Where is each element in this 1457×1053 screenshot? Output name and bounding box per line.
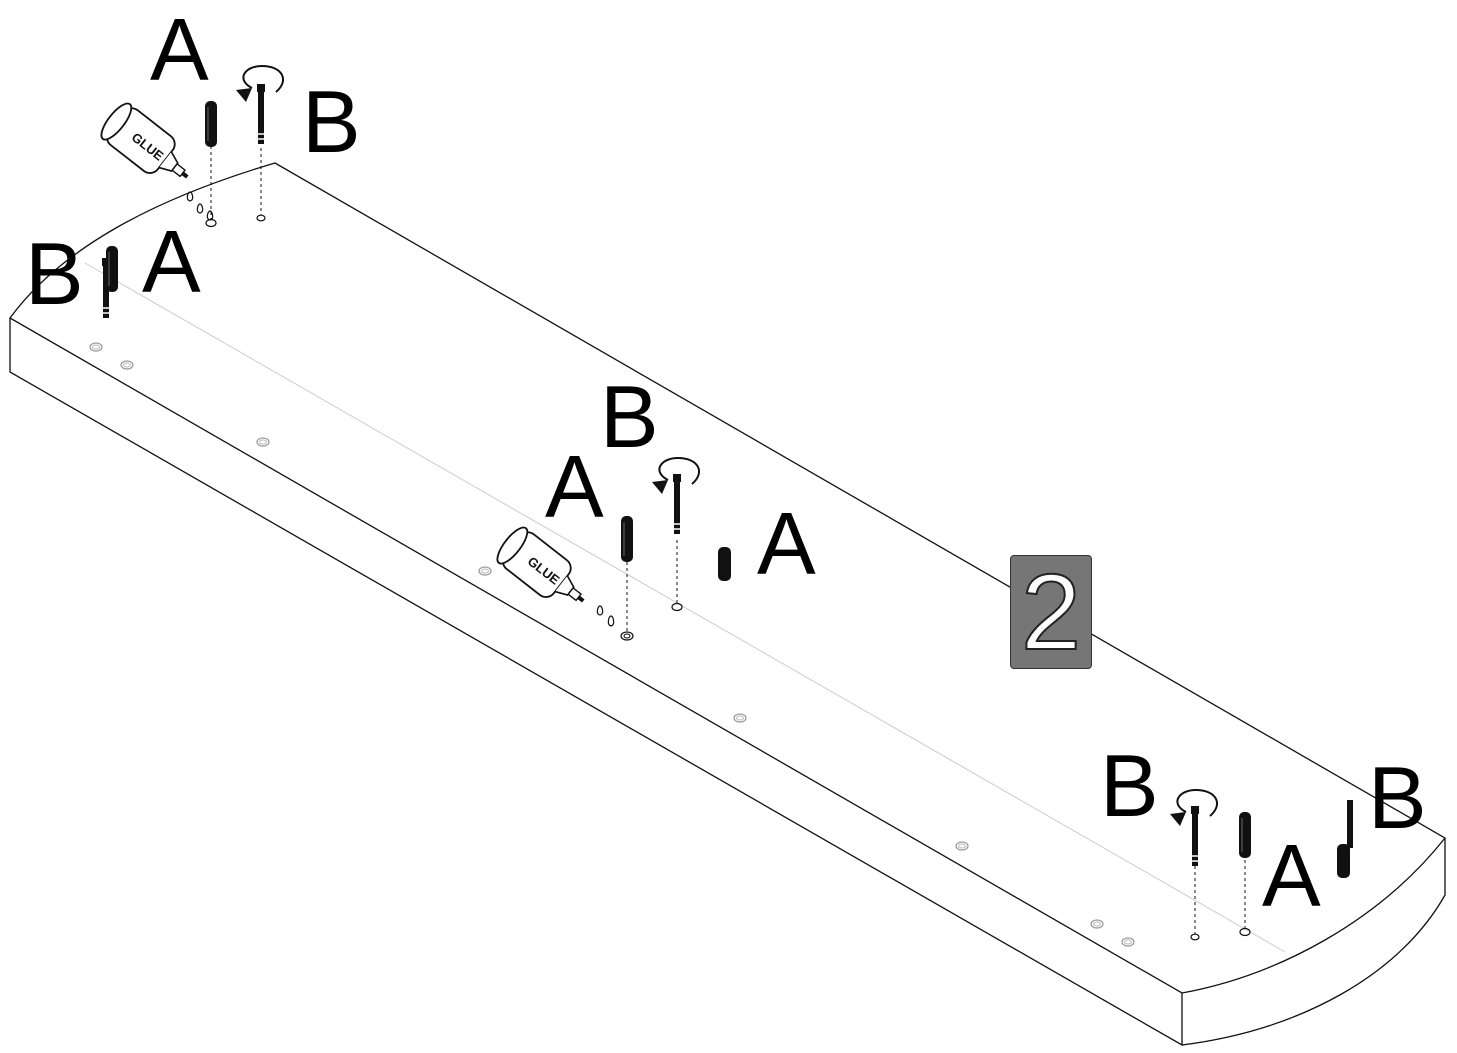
cam-bolt-b-top-left: [256, 83, 266, 145]
dowel-a-center-right: [718, 547, 731, 581]
glue-bottle-icon: GLUE: [496, 526, 585, 603]
label-part-a: A: [757, 494, 816, 593]
glue-drops: [596, 605, 615, 627]
label-part-b: B: [302, 72, 361, 171]
glue-bottle-icon: GLUE: [100, 102, 189, 179]
board-panel: [9, 162, 1446, 1047]
dowel-a-center: [620, 515, 634, 563]
dowel-a-right-edge: [1337, 844, 1350, 878]
rotate-arrow-icon: [242, 64, 284, 93]
step-number-badge: 2: [1010, 555, 1092, 669]
rotate-arrow-head-icon: [652, 480, 668, 494]
label-part-b: B: [25, 224, 84, 323]
cam-bolt-b-right: [1190, 805, 1200, 867]
label-part-a: A: [150, 0, 209, 99]
rotate-arrow-icon: [1176, 788, 1218, 817]
label-part-b: B: [1100, 736, 1159, 835]
step-number: 2: [1020, 551, 1082, 672]
label-part-a: A: [1262, 826, 1321, 925]
cam-bolt-b-right-edge: [1347, 800, 1353, 848]
label-part-a: A: [142, 212, 201, 311]
dowel-a-right: [1238, 811, 1252, 859]
rotate-arrow-icon: [658, 456, 700, 485]
rotate-arrow-head-icon: [1170, 812, 1186, 826]
insertion-guides: [210, 146, 1246, 934]
cam-bolt-b-center: [672, 473, 682, 535]
dowel-a-left-edge: [105, 245, 119, 293]
label-part-a: A: [545, 437, 604, 536]
label-part-b: B: [1368, 748, 1427, 847]
rotate-arrow-head-icon: [236, 88, 252, 102]
glue-drops: [186, 191, 214, 221]
label-part-b: B: [600, 367, 659, 466]
dowel-a-top-left: [204, 100, 218, 148]
